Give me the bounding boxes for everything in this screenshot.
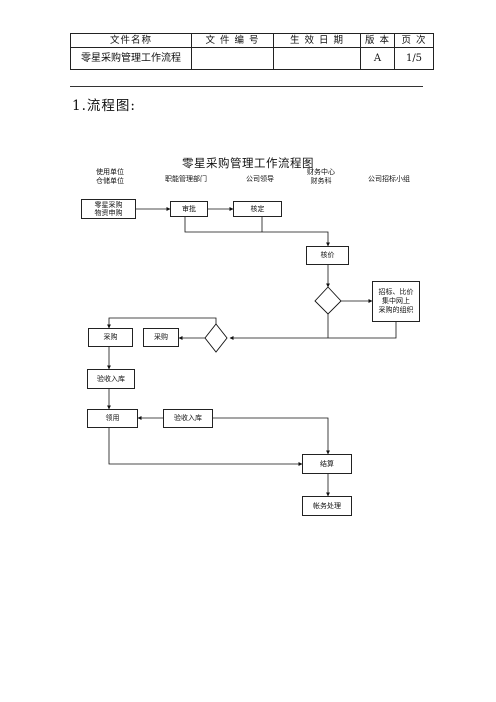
node-bidding: 招标、比价 集中网上 采购的组织 xyxy=(372,281,420,322)
node-purchase-left: 采购 xyxy=(88,328,133,347)
column-functional-dept: 职能管理部门 xyxy=(165,175,207,183)
connector-requisition-settlement xyxy=(108,428,303,466)
column-finance: 财务中心 财务科 xyxy=(307,168,335,186)
node-approve: 审批 xyxy=(170,201,208,217)
flowchart-title: 零星采购管理工作流程图 xyxy=(182,156,314,170)
node-receive-store-2: 验收入库 xyxy=(163,409,213,428)
connector-receive2-settlement xyxy=(213,417,330,455)
node-settlement: 结算 xyxy=(302,454,352,474)
connector-to-price-check xyxy=(184,217,330,247)
column-user-unit: 使用单位 仓储单位 xyxy=(96,168,124,186)
node-accounting: 帐务处理 xyxy=(302,496,352,516)
decision-diamond-finance xyxy=(314,286,342,315)
connector-bidding-to-purchase xyxy=(229,322,397,340)
node-receive-store: 验收入库 xyxy=(87,369,135,389)
decision-diamond-purchase xyxy=(204,323,228,353)
document-header-table: 文件名称 文 件 编 号 生 效 日 期 版 本 页 次 零星采购管理工作流程 … xyxy=(70,33,434,70)
node-request: 零星采购 物资申购 xyxy=(81,199,136,219)
node-requisition: 领用 xyxy=(87,409,138,428)
section-title: 1.流程图: xyxy=(72,98,136,114)
node-price-check: 核价 xyxy=(306,246,349,265)
connector-diamond-purchase-left xyxy=(107,317,217,329)
column-company-leader: 公司领导 xyxy=(246,175,274,183)
node-verify: 核定 xyxy=(233,201,282,217)
node-purchase-mid: 采购 xyxy=(143,328,179,347)
page-value: 1/5 xyxy=(394,47,434,70)
document-name: 零星采购管理工作流程 xyxy=(70,47,192,70)
header-rule xyxy=(70,86,423,87)
column-bidding-group: 公司招标小组 xyxy=(368,175,410,183)
